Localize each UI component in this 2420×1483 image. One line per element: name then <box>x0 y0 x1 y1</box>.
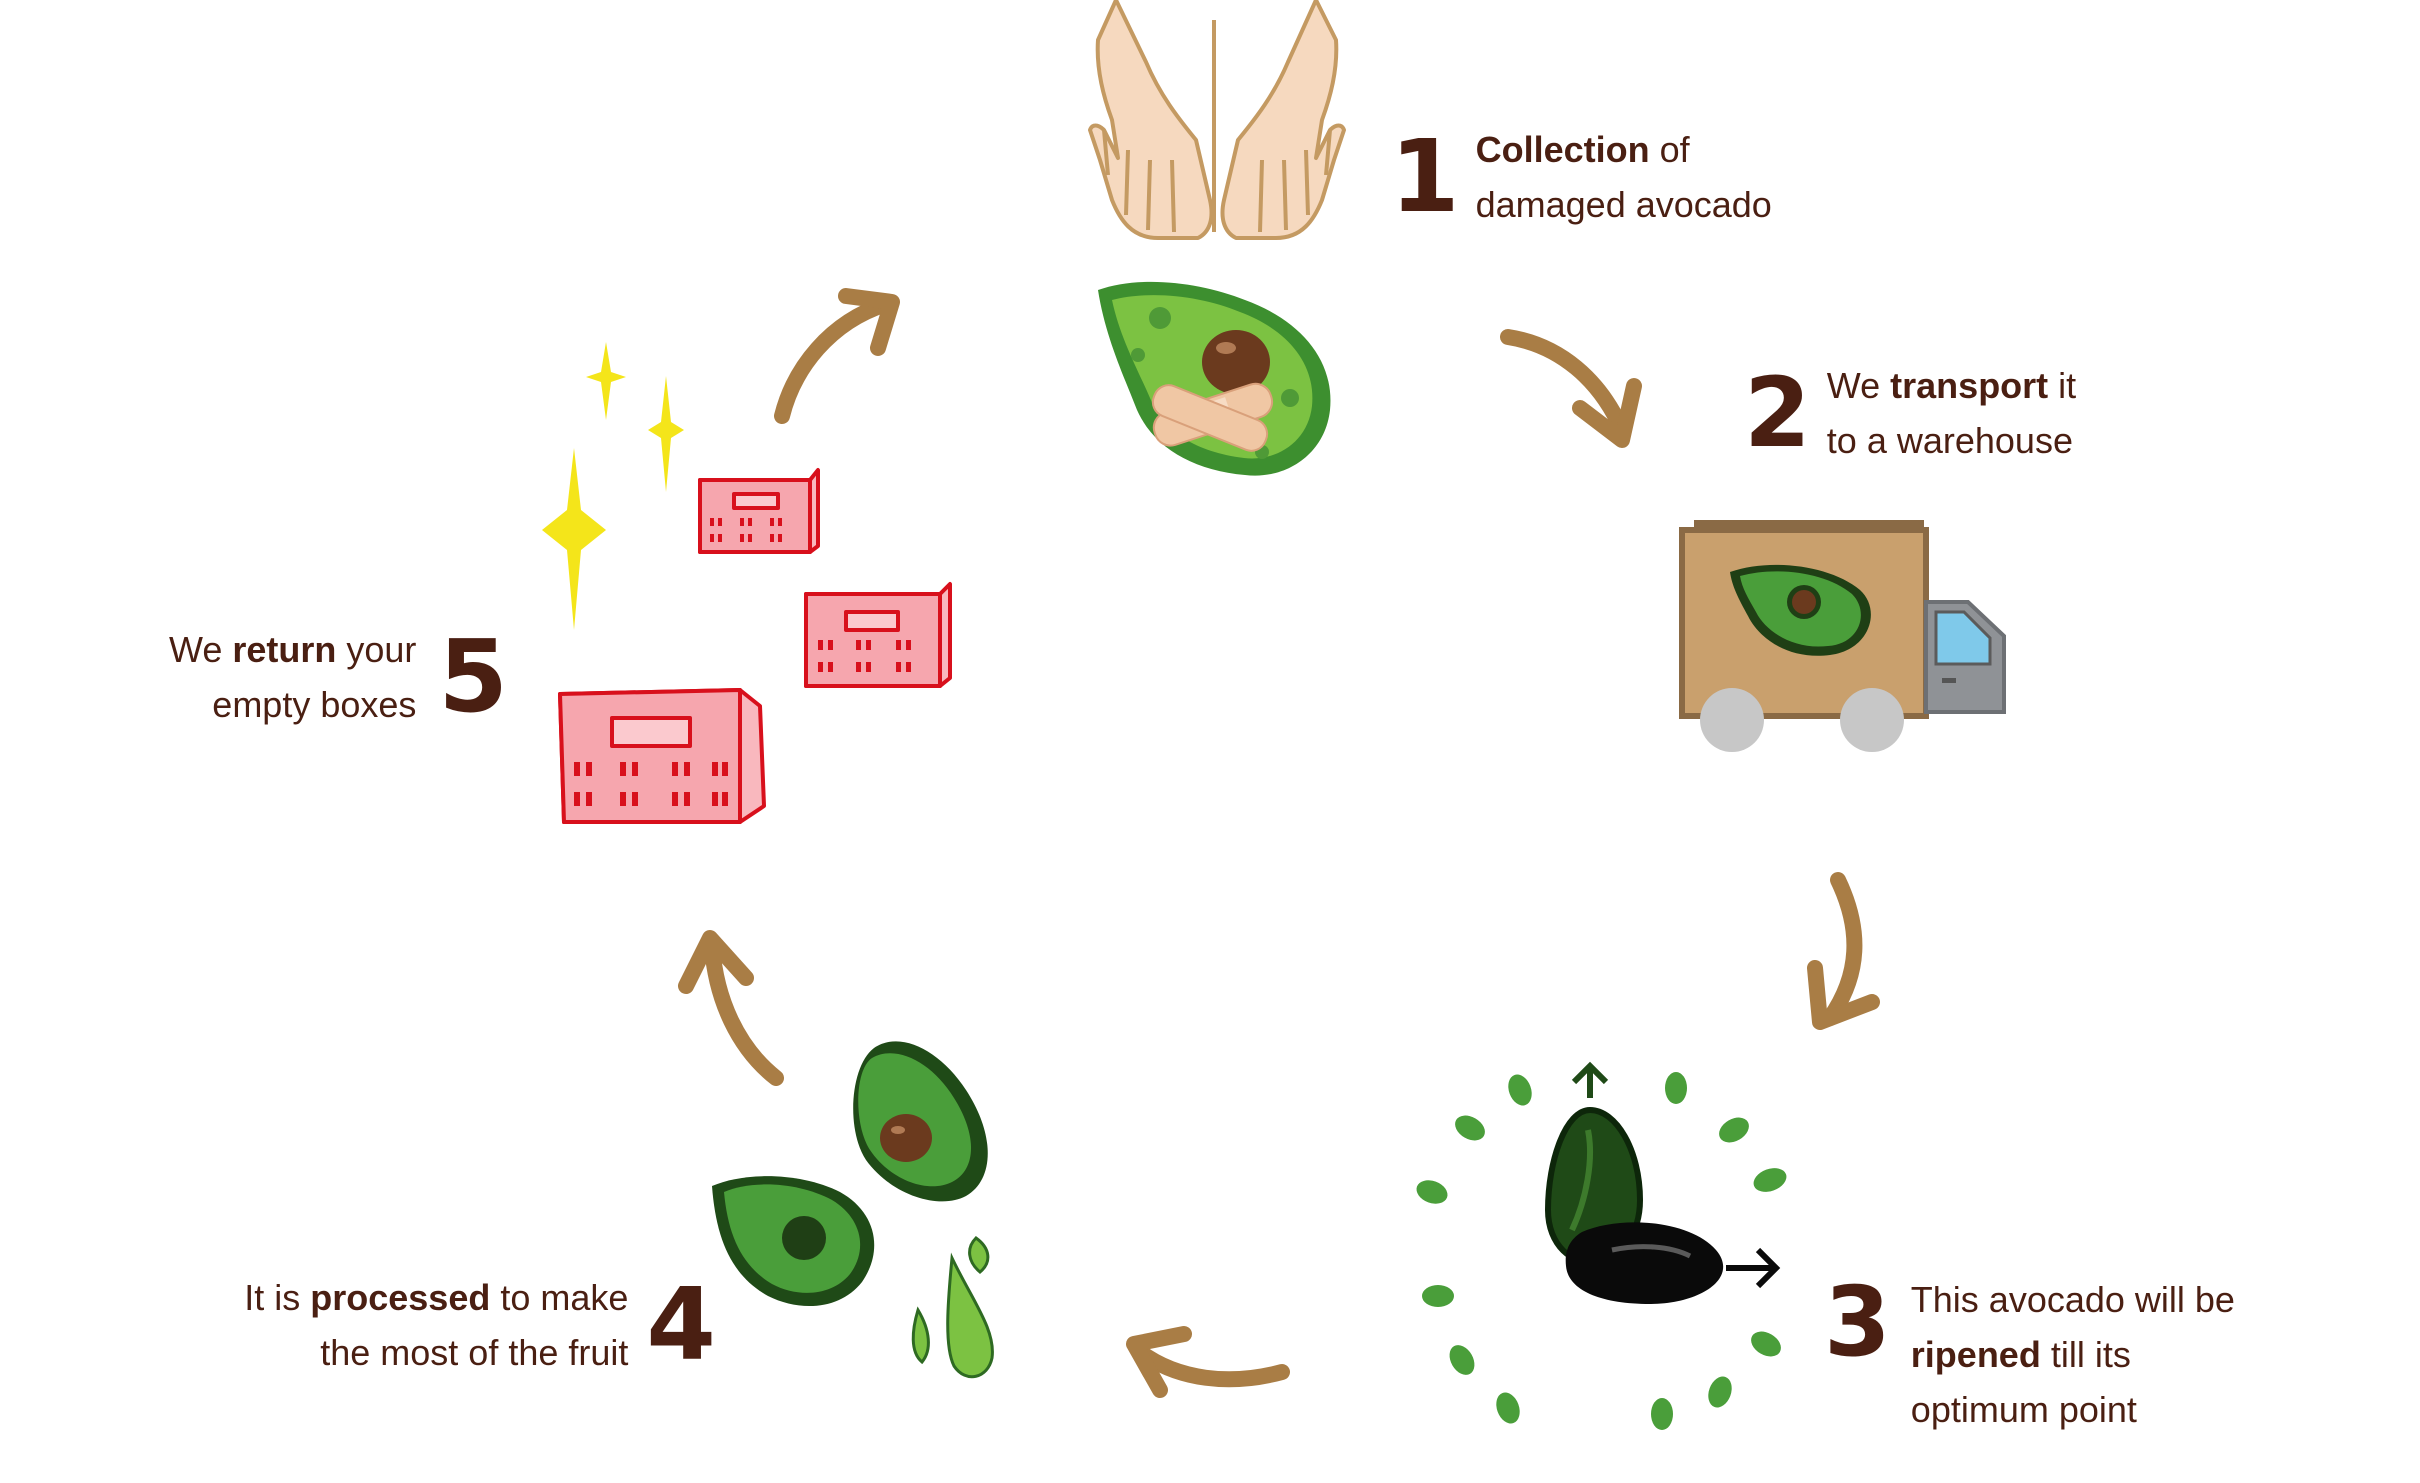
step-4: It is processed to make the most of the … <box>244 1270 716 1380</box>
step-4-number: 4 <box>646 1266 716 1383</box>
step-5-pre: We <box>168 629 233 670</box>
step-5-line2: empty boxes <box>212 684 417 725</box>
sparkle-icon <box>542 342 684 630</box>
step-1-line2: damaged avocado <box>1475 184 1772 225</box>
cycle-arrow-1-to-2 <box>1500 329 1642 448</box>
step-4-bold: processed <box>310 1277 491 1318</box>
step-3-pre: This avocado will be <box>1910 1279 2235 1320</box>
step-1-number: 1 <box>1390 118 1460 235</box>
step-5-text: We return your empty boxes <box>169 622 416 732</box>
step-4-pre: It is <box>244 1277 311 1318</box>
step-3-text: This avocado will be ripened till its op… <box>1911 1272 2235 1437</box>
step-5-post: your <box>336 629 417 670</box>
ripening-avocado-icon <box>1416 1061 1787 1430</box>
step-2-line2: to a warehouse <box>1826 420 2073 461</box>
step-5-number: 5 <box>438 618 508 735</box>
step-1: 1 Collection of damaged avocado <box>1390 122 1772 232</box>
step-3-post: till its <box>2040 1334 2131 1375</box>
step-2-text: We transport it to a warehouse <box>1827 358 2076 468</box>
step-5: We return your empty boxes 5 <box>169 622 508 732</box>
cycle-arrow-5-to-1 <box>774 288 900 424</box>
processed-avocado-icon <box>712 1041 994 1379</box>
step-3-bold: ripened <box>1910 1334 2041 1375</box>
step-3: 3 This avocado will be ripened till its … <box>1824 1272 2235 1437</box>
step-3-line3: optimum point <box>1910 1389 2137 1430</box>
step-2-pre: We <box>1826 365 1891 406</box>
step-1-bold: Collection <box>1475 129 1650 170</box>
truck-icon <box>1679 520 2006 752</box>
hands-icon <box>1088 0 1346 240</box>
step-4-text: It is processed to make the most of the … <box>244 1270 628 1380</box>
cycle-arrow-2-to-3 <box>1807 872 1880 1030</box>
damaged-avocado-icon <box>1098 281 1331 476</box>
cycle-arrow-3-to-4 <box>1126 1326 1290 1398</box>
step-2: 2 We transport it to a warehouse <box>1744 358 2076 468</box>
boxes-icon <box>558 468 952 824</box>
step-1-post: of <box>1649 129 1690 170</box>
step-2-number: 2 <box>1744 357 1811 469</box>
step-4-post: to make <box>490 1277 629 1318</box>
step-2-bold: transport <box>1890 365 2049 406</box>
step-4-line2: the most of the fruit <box>320 1332 629 1373</box>
step-1-text: Collection of damaged avocado <box>1476 122 1772 232</box>
step-5-bold: return <box>232 629 337 670</box>
cycle-arrow-4-to-5 <box>678 930 784 1086</box>
step-2-post: it <box>2048 365 2077 406</box>
step-3-number: 3 <box>1824 1266 1891 1378</box>
